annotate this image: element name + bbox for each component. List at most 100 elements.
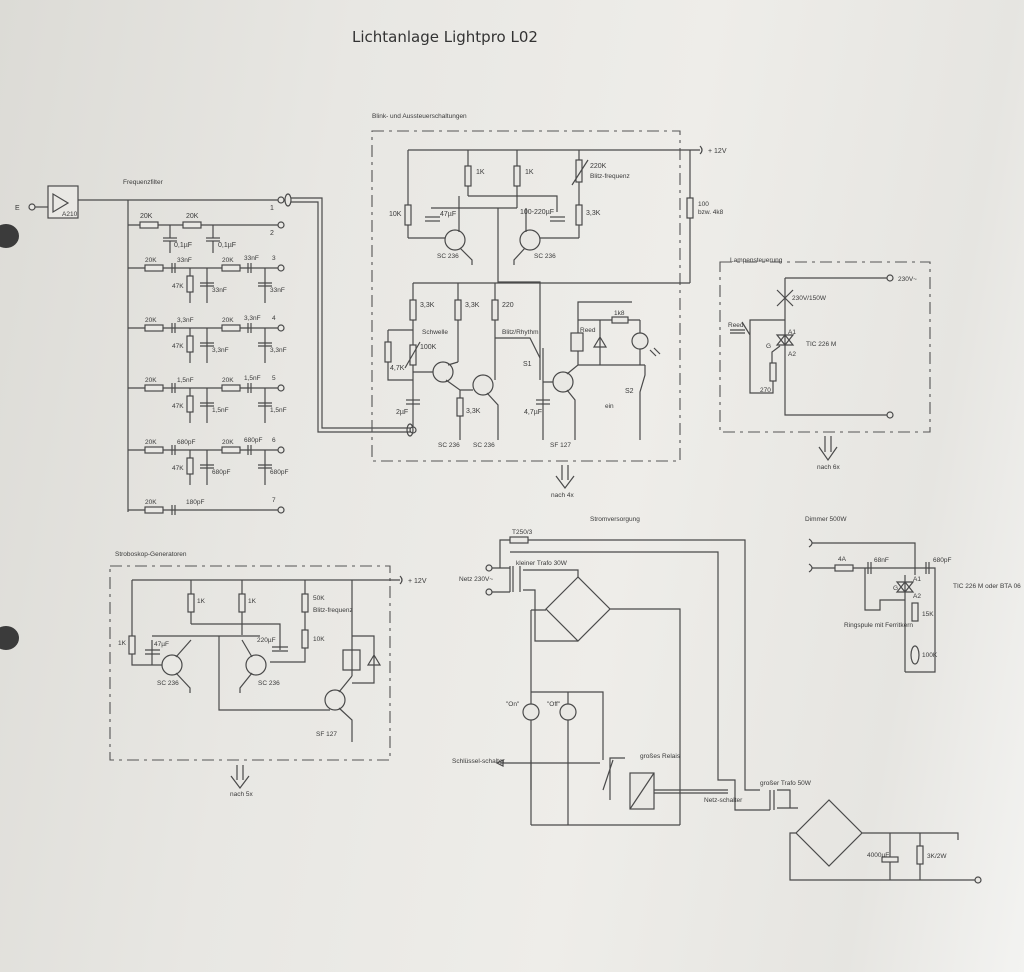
anode-label: A2 xyxy=(788,351,796,358)
resistor-label: 3,3K xyxy=(465,302,480,309)
capacitor-label: 1,5nF xyxy=(212,407,229,414)
led-symbol xyxy=(631,332,649,350)
capacitor-label: 1,5nF xyxy=(177,377,194,384)
capacitor-label: 3,3nF xyxy=(244,315,261,322)
triac-label: TIC 226 M oder BTA 06 xyxy=(953,583,1021,590)
resistor-label: 20K xyxy=(222,257,234,264)
capacitor-label: 1,5nF xyxy=(244,375,261,382)
capacitor-label: 4000µF xyxy=(867,852,889,859)
resistor-label: 3K/2W xyxy=(927,853,947,860)
capacitor-label: 47µF xyxy=(440,211,456,218)
supply-label: + 12V xyxy=(708,148,727,155)
mains-switch-label: Netz-schalter xyxy=(704,797,743,804)
resistor-label: 1K xyxy=(525,169,534,176)
capacitor-label: 180pF xyxy=(186,499,204,506)
resistor-label: 20K xyxy=(140,213,153,220)
transistor-symbol xyxy=(324,689,346,711)
gate-label: G xyxy=(893,585,898,592)
on-indicator-lamp xyxy=(522,703,540,721)
capacitor-label: 220µF xyxy=(257,637,276,644)
threshold-label: Schwelle xyxy=(422,329,448,336)
power-title: Stromversorgung xyxy=(590,516,640,523)
transistor-label: SF 127 xyxy=(316,731,337,738)
blink-title: Blink- und Aussteuerschaltungen xyxy=(372,113,467,120)
capacitor-label: 33nF xyxy=(270,287,285,294)
fuse-label: 4A xyxy=(838,556,847,563)
blink-section: Blink- und Aussteuerschaltungen + 12V 1K… xyxy=(371,113,727,499)
capacitor-label: 680pF xyxy=(177,439,195,446)
output-label: 7 xyxy=(272,497,276,504)
resistor-label: 220 xyxy=(502,302,514,309)
output-label: 5 xyxy=(272,375,276,382)
mains-label: Netz 230V~ xyxy=(459,576,493,583)
capacitor-label: 2µF xyxy=(396,409,408,416)
resistor-label: 3,3K xyxy=(420,302,435,309)
reed-label: Reed xyxy=(728,322,744,329)
transistor-label: SC 236 xyxy=(534,253,556,260)
trafo-label: großer Trafo 50W xyxy=(760,780,812,787)
potentiometer-label: 100K xyxy=(922,652,938,659)
anode-label: A1 xyxy=(788,329,796,336)
resistor-label: 20K xyxy=(145,499,157,506)
resistor-label: 1k8 xyxy=(614,310,625,317)
on-label: "On" xyxy=(506,701,520,708)
transistor-symbol xyxy=(552,371,574,393)
transistor-symbol xyxy=(161,654,183,676)
transistor-symbol xyxy=(519,229,541,251)
capacitor-label: 3,3nF xyxy=(177,317,194,324)
switch-label: ein xyxy=(605,403,614,410)
binder-hole xyxy=(0,224,19,248)
potentiometer-label: 220K xyxy=(590,163,607,170)
capacitor-label: 0,1µF xyxy=(174,242,192,249)
transistor-label: SC 236 xyxy=(438,442,460,449)
binder-hole xyxy=(0,626,19,650)
potentiometer-label: Blitz-frequenz xyxy=(590,173,630,180)
fuse-label: T250/3 xyxy=(512,529,533,536)
off-indicator-lamp xyxy=(559,703,577,721)
off-label: "Off" xyxy=(547,701,561,708)
resistor-label: 1K xyxy=(248,598,257,605)
resistor-label: 47K xyxy=(172,465,184,472)
switch-label: S2 xyxy=(625,388,634,395)
lamp-title: Lampensteuerung xyxy=(730,257,783,264)
capacitor-label: 3,3nF xyxy=(212,347,229,354)
arrow-label: nach 5x xyxy=(230,791,254,798)
resistor-label: 20K xyxy=(186,213,199,220)
power-supply-section: Stromversorgung T250/3 Netz 230V~ kleine… xyxy=(452,516,982,884)
filter-title: Frequenzfilter xyxy=(123,179,164,186)
potentiometer-label: 100K xyxy=(420,344,437,351)
capacitor-label: 680pF xyxy=(933,557,951,564)
resistor-label: 1K xyxy=(118,640,127,647)
arrow-label: nach 4x xyxy=(551,492,575,499)
resistor-label: 1K xyxy=(197,598,206,605)
capacitor-label: 33nF xyxy=(244,255,259,262)
transistor-label: SC 236 xyxy=(437,253,459,260)
resistor-label: 47K xyxy=(172,343,184,350)
triac-label: TIC 226 M xyxy=(806,341,836,348)
reed-relay-coil xyxy=(570,332,584,352)
capacitor-label: 47µF xyxy=(154,641,169,648)
dimmer-title: Dimmer 500W xyxy=(805,516,847,523)
resistor-label: 47K xyxy=(172,283,184,290)
input-label: E xyxy=(15,205,20,212)
key-switch-label: Schlüssel-schalter xyxy=(452,758,506,765)
resistor-label: 47K xyxy=(172,403,184,410)
strobe-section: Stroboskop-Generatoren + 12V 1K 1K 1K 47… xyxy=(109,551,427,798)
switch-label: S1 xyxy=(523,361,532,368)
switch-label: Blitz/Rhythm xyxy=(502,329,538,336)
output-label: 2 xyxy=(270,230,274,237)
resistor-label: 100 xyxy=(698,201,709,208)
resistor-label: 1K xyxy=(476,169,485,176)
potentiometer-label: 50K xyxy=(313,595,325,602)
strobe-title: Stroboskop-Generatoren xyxy=(115,551,187,558)
output-label: 3 xyxy=(272,255,276,262)
transistor-label: SC 236 xyxy=(157,680,179,687)
page-title: Lichtanlage Lightpro L02 xyxy=(352,28,538,46)
frequency-filter-section: E A210 Frequenzfilter 1 20K 20K 0,1µF 0,… xyxy=(15,179,412,512)
anode-label: A2 xyxy=(913,593,921,600)
resistor-label: 270 xyxy=(760,387,771,394)
transistor-symbol xyxy=(245,654,267,676)
potentiometer-label: Blitz-frequenz xyxy=(313,607,353,614)
capacitor-label: 3,3nF xyxy=(270,347,287,354)
capacitor-label: 680pF xyxy=(212,469,230,476)
